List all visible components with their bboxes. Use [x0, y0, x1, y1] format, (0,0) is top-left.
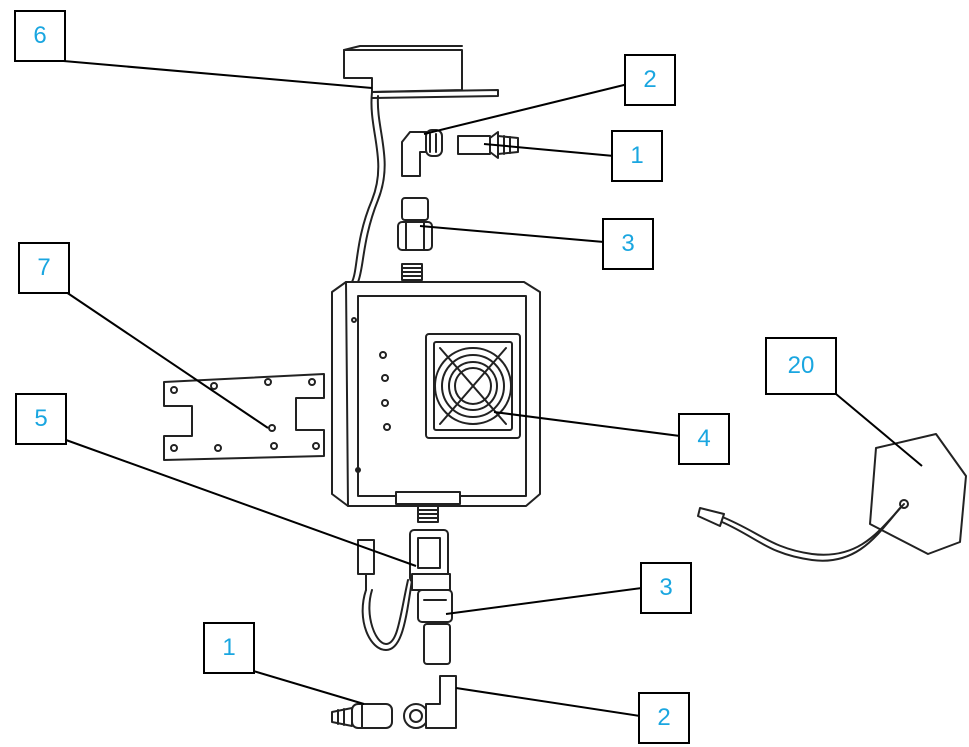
callout-part-2-bottom: 2: [638, 692, 690, 744]
main-housing-part-4: [331, 281, 541, 507]
elbow-fitting-bottom-part-2: [403, 675, 457, 729]
callout-part-7: 7: [18, 242, 70, 294]
callout-part-1-top: 1: [611, 130, 663, 182]
leader-line-3-bottom: [445, 587, 643, 615]
callout-part-4: 4: [678, 413, 730, 465]
callout-part-5: 5: [15, 393, 67, 445]
nut-fitting-bottom-part-3: [417, 589, 453, 665]
hose-barb-bottom-part-1: [331, 703, 393, 729]
callout-part-3-bottom: 3: [640, 562, 692, 614]
callout-part-2-top: 2: [624, 54, 676, 106]
leader-line-6: [51, 59, 373, 89]
bottom-thread: [417, 505, 439, 523]
leader-line-3-top: [419, 225, 605, 243]
leader-line-4: [493, 411, 681, 437]
top-thread: [401, 263, 423, 281]
mounting-plate-part-7: [163, 373, 325, 461]
callout-part-3-top: 3: [602, 218, 654, 270]
leader-line-5: [65, 439, 417, 567]
hose-barb-top-part-1: [457, 131, 519, 159]
leader-line-20: [835, 393, 923, 467]
leader-line-1-top: [483, 143, 615, 157]
probe-pad-part-20: [697, 433, 967, 562]
leader-line-2-bottom: [455, 687, 641, 717]
nut-fitting-top-part-3: [397, 197, 433, 251]
callout-part-20: 20: [765, 337, 837, 395]
leader-line-1-bottom: [249, 669, 365, 705]
callout-part-1-bottom: 1: [203, 622, 255, 674]
leader-line-7: [65, 291, 269, 429]
callout-part-6: 6: [14, 10, 66, 62]
flow-sensor-part-5: [357, 529, 451, 651]
elbow-fitting-top-part-2: [401, 129, 443, 177]
leader-lines: [51, 59, 923, 717]
sensor-housing-part-6: [343, 45, 499, 283]
leader-line-2-top: [423, 83, 629, 135]
